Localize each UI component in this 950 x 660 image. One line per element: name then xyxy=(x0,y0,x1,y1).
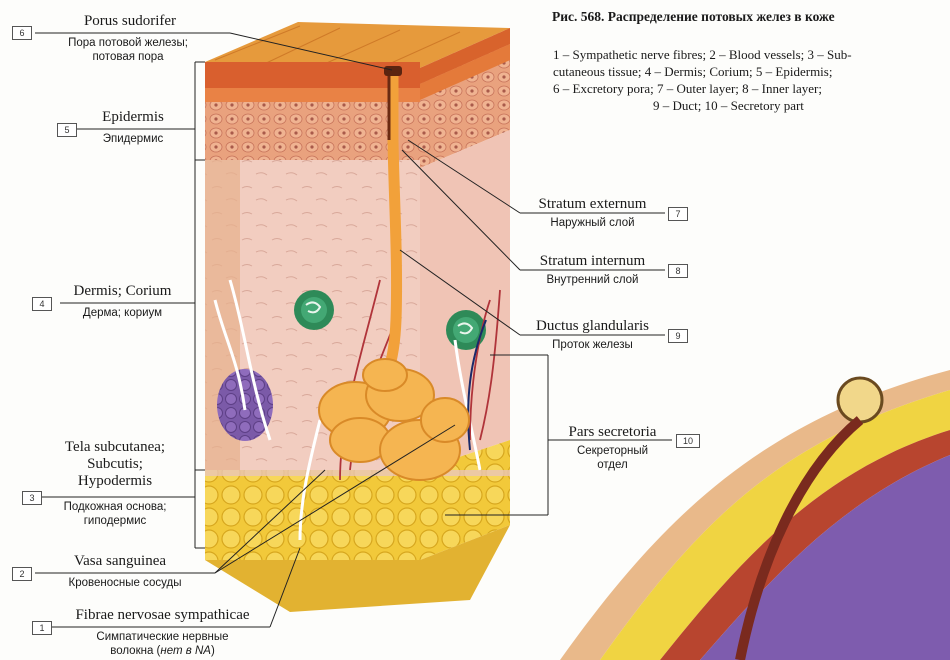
figure-caption: 1 – Sympathetic nerve fibres; 2 – Blood … xyxy=(553,46,950,114)
caption-line-3: 6 – Excretory pora; 7 – Outer layer; 8 –… xyxy=(553,81,822,96)
label-number-7: 7 xyxy=(668,207,688,221)
label-latin-7: Stratum externum xyxy=(520,196,665,213)
figure-title: Рис. 568. Распределение потовых желез в … xyxy=(552,9,835,25)
label-russian-7: Наружный слой xyxy=(520,216,665,230)
label-latin-1: Fibrae nervosae sympathicae xyxy=(55,607,270,624)
label-russian-9: Проток железы xyxy=(520,338,665,352)
label-number-5: 5 xyxy=(57,123,77,137)
label-russian-3: Подкожная основа;гиподермис xyxy=(40,500,190,528)
label-latin-3: Tela subcutanea;Subcutis;Hypodermis xyxy=(40,439,190,490)
label-latin-5: Epidermis xyxy=(78,109,188,126)
label-latin-2: Vasa sanguinea xyxy=(40,553,200,570)
label-latin-9: Ductus glandularis xyxy=(520,318,665,335)
label-number-2: 2 xyxy=(12,567,32,581)
label-latin-10: Pars secretoria xyxy=(555,424,670,441)
label-number-8: 8 xyxy=(668,264,688,278)
caption-line-2: cutaneous tissue; 4 – Dermis; Corium; 5 … xyxy=(553,64,832,79)
label-russian-4: Дерма; кориум xyxy=(55,306,190,320)
label-latin-4: Dermis; Corium xyxy=(55,283,190,300)
label-russian-8: Внутренний слой xyxy=(520,273,665,287)
caption-line-4: 9 – Duct; 10 – Secretory part xyxy=(553,97,950,114)
label-number-6: 6 xyxy=(12,26,32,40)
label-russian-6: Пора потовой железы;потовая пора xyxy=(36,36,220,64)
label-number-10: 10 xyxy=(676,434,700,448)
label-number-4: 4 xyxy=(32,297,52,311)
caption-line-1: 1 – Sympathetic nerve fibres; 2 – Blood … xyxy=(553,47,852,62)
label-latin-8: Stratum internum xyxy=(520,253,665,270)
label-russian-2: Кровеносные сосуды xyxy=(40,576,210,590)
label-latin-6: Porus sudorifer xyxy=(40,13,220,30)
label-number-9: 9 xyxy=(668,329,688,343)
label-number-1: 1 xyxy=(32,621,52,635)
label-number-3: 3 xyxy=(22,491,42,505)
label-russian-5: Эпидермис xyxy=(78,132,188,146)
